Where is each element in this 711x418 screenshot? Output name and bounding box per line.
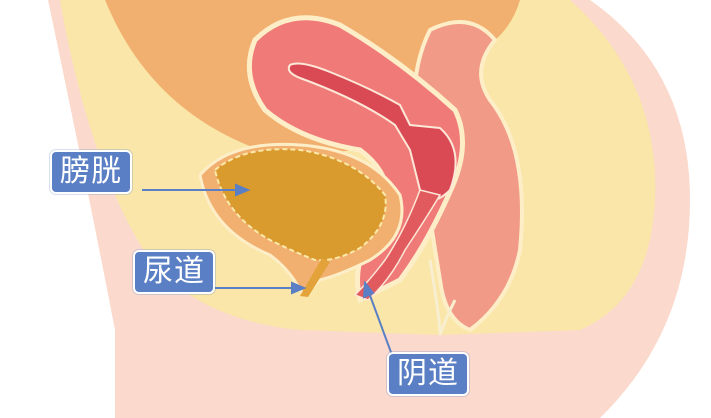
label-bladder: 膀胱: [50, 150, 132, 194]
gluteal-fold: [428, 259, 457, 336]
label-urethra: 尿道: [133, 250, 215, 294]
urethra-tube: [300, 258, 330, 297]
bladder-interior: [213, 148, 387, 262]
label-vagina: 阴道: [387, 352, 469, 396]
uterine-cavity: [287, 62, 457, 201]
label-arrows: [142, 183, 393, 356]
vaginal-canal: [353, 189, 442, 301]
